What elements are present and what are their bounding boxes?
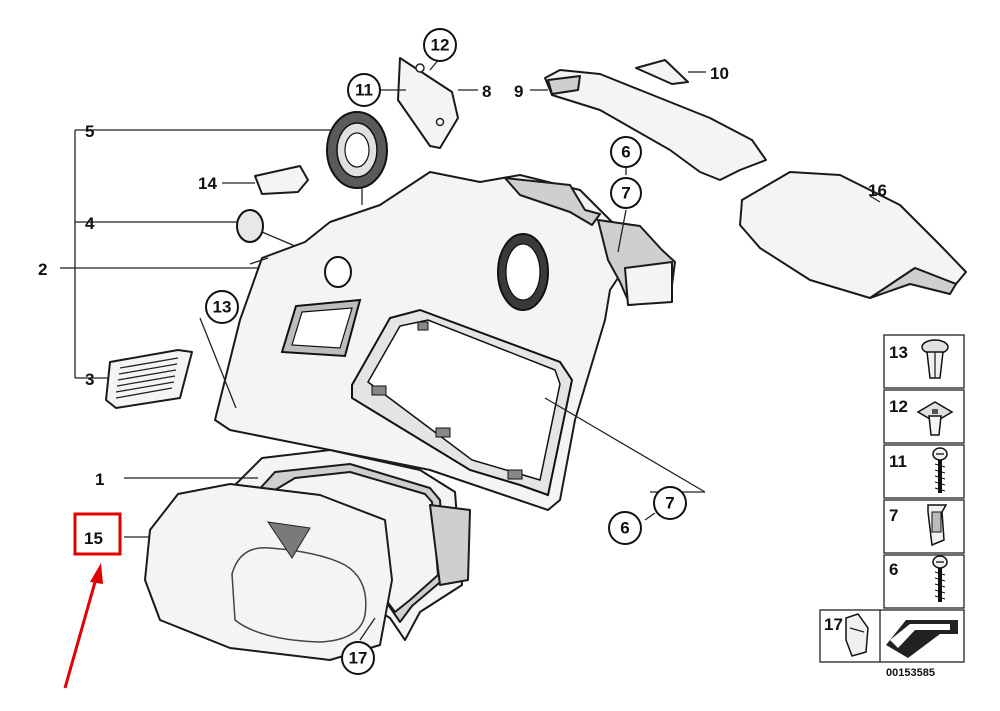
arrow-symbol-icon [886, 620, 958, 658]
circled-callouts: 12 11 13 6 7 6 7 17 [205, 28, 687, 675]
right-callouts: 8 9 10 16 [482, 64, 887, 200]
callout-2: 2 [38, 260, 47, 279]
storage-lid-part [124, 483, 393, 661]
svg-text:7: 7 [889, 506, 898, 525]
legend-row-17: 17 [824, 613, 958, 658]
hardware-legend: 13 12 11 7 [819, 334, 965, 679]
svg-text:6: 6 [889, 560, 898, 579]
svg-text:7: 7 [621, 184, 630, 203]
callout-15: 15 [84, 529, 103, 548]
svg-text:17: 17 [824, 615, 843, 634]
screw-icon [932, 555, 948, 602]
callout-circle-6-lower: 6 [608, 511, 642, 545]
speaker-gasket-part [326, 111, 388, 205]
highlight-annotation [63, 512, 122, 689]
svg-text:7: 7 [665, 494, 674, 513]
expanding-nut-icon [927, 504, 948, 547]
spring-nut-icon [916, 401, 954, 436]
callout-1: 1 [95, 470, 104, 489]
upper-rail-part [530, 59, 767, 181]
callout-14: 14 [198, 174, 217, 193]
callout-4: 4 [85, 214, 95, 233]
side-trim-panel-part [214, 171, 676, 511]
callout-9: 9 [514, 82, 523, 101]
callout-5: 5 [85, 122, 94, 141]
svg-text:12: 12 [431, 36, 450, 55]
callout-circle-7-lower: 7 [653, 486, 687, 520]
cover-plate-part [378, 57, 478, 149]
screw-icon [932, 447, 948, 493]
catalog-number: 00153585 [886, 667, 935, 679]
callout-circle-11: 11 [347, 73, 381, 107]
clip-icon [845, 613, 869, 657]
svg-text:13: 13 [889, 343, 908, 362]
callout-circle-6-upper: 6 [610, 136, 642, 168]
callout-3: 3 [85, 370, 94, 389]
callout-circle-13: 13 [205, 290, 239, 324]
round-plug-part [236, 209, 296, 247]
legend-row-6: 6 [889, 555, 948, 602]
svg-text:6: 6 [620, 519, 629, 538]
svg-text:13: 13 [213, 298, 232, 317]
legend-row-7: 7 [889, 504, 948, 547]
svg-text:11: 11 [355, 81, 373, 100]
legend-row-11: 11 [889, 447, 948, 493]
callout-8: 8 [482, 82, 491, 101]
callout-16: 16 [868, 181, 887, 200]
legend-row-12: 12 [889, 397, 954, 436]
callout-circle-17: 17 [341, 641, 375, 675]
shelf-cover-part [739, 171, 967, 299]
svg-text:17: 17 [349, 649, 368, 668]
left-bracket [60, 129, 345, 379]
legend-row-13: 13 [889, 339, 949, 379]
svg-text:12: 12 [889, 397, 908, 416]
svg-text:6: 6 [621, 143, 630, 162]
callout-10: 10 [710, 64, 729, 83]
cap-part [222, 165, 309, 195]
red-arrow-icon [90, 563, 103, 584]
svg-text:11: 11 [889, 452, 907, 471]
callout-circle-7-upper: 7 [610, 177, 642, 209]
highlight-box [73, 512, 122, 556]
push-rivet-icon [921, 339, 949, 379]
callout-circle-12: 12 [423, 28, 457, 62]
vent-grille-part [105, 349, 193, 409]
left-callouts: 5 4 2 3 1 15 14 [38, 122, 217, 548]
